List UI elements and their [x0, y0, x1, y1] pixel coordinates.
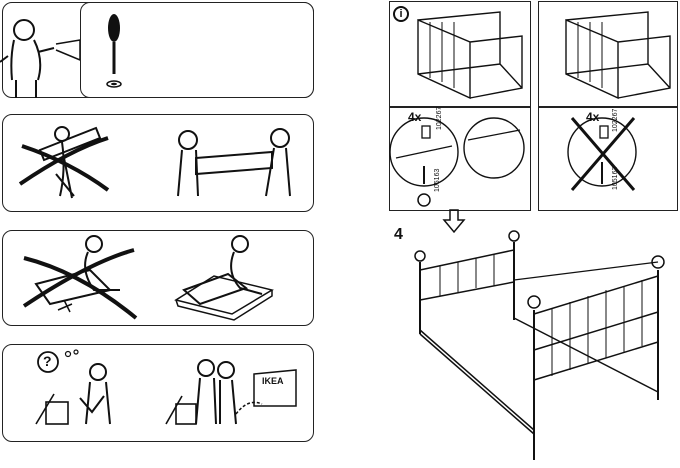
step-top-right-frame: [538, 1, 678, 107]
qty-right: 4x: [586, 110, 600, 124]
info-icon: i: [393, 6, 409, 22]
qty-left: 4x: [408, 110, 422, 124]
floor-panel: [2, 230, 314, 326]
store-sign: IKEA: [262, 376, 284, 386]
help-panel: [2, 344, 314, 442]
step-number: 4: [394, 226, 403, 243]
detail-left-frame: [389, 107, 531, 211]
help-question-mark: ?: [43, 353, 52, 369]
step-top-left-frame: [389, 1, 531, 107]
